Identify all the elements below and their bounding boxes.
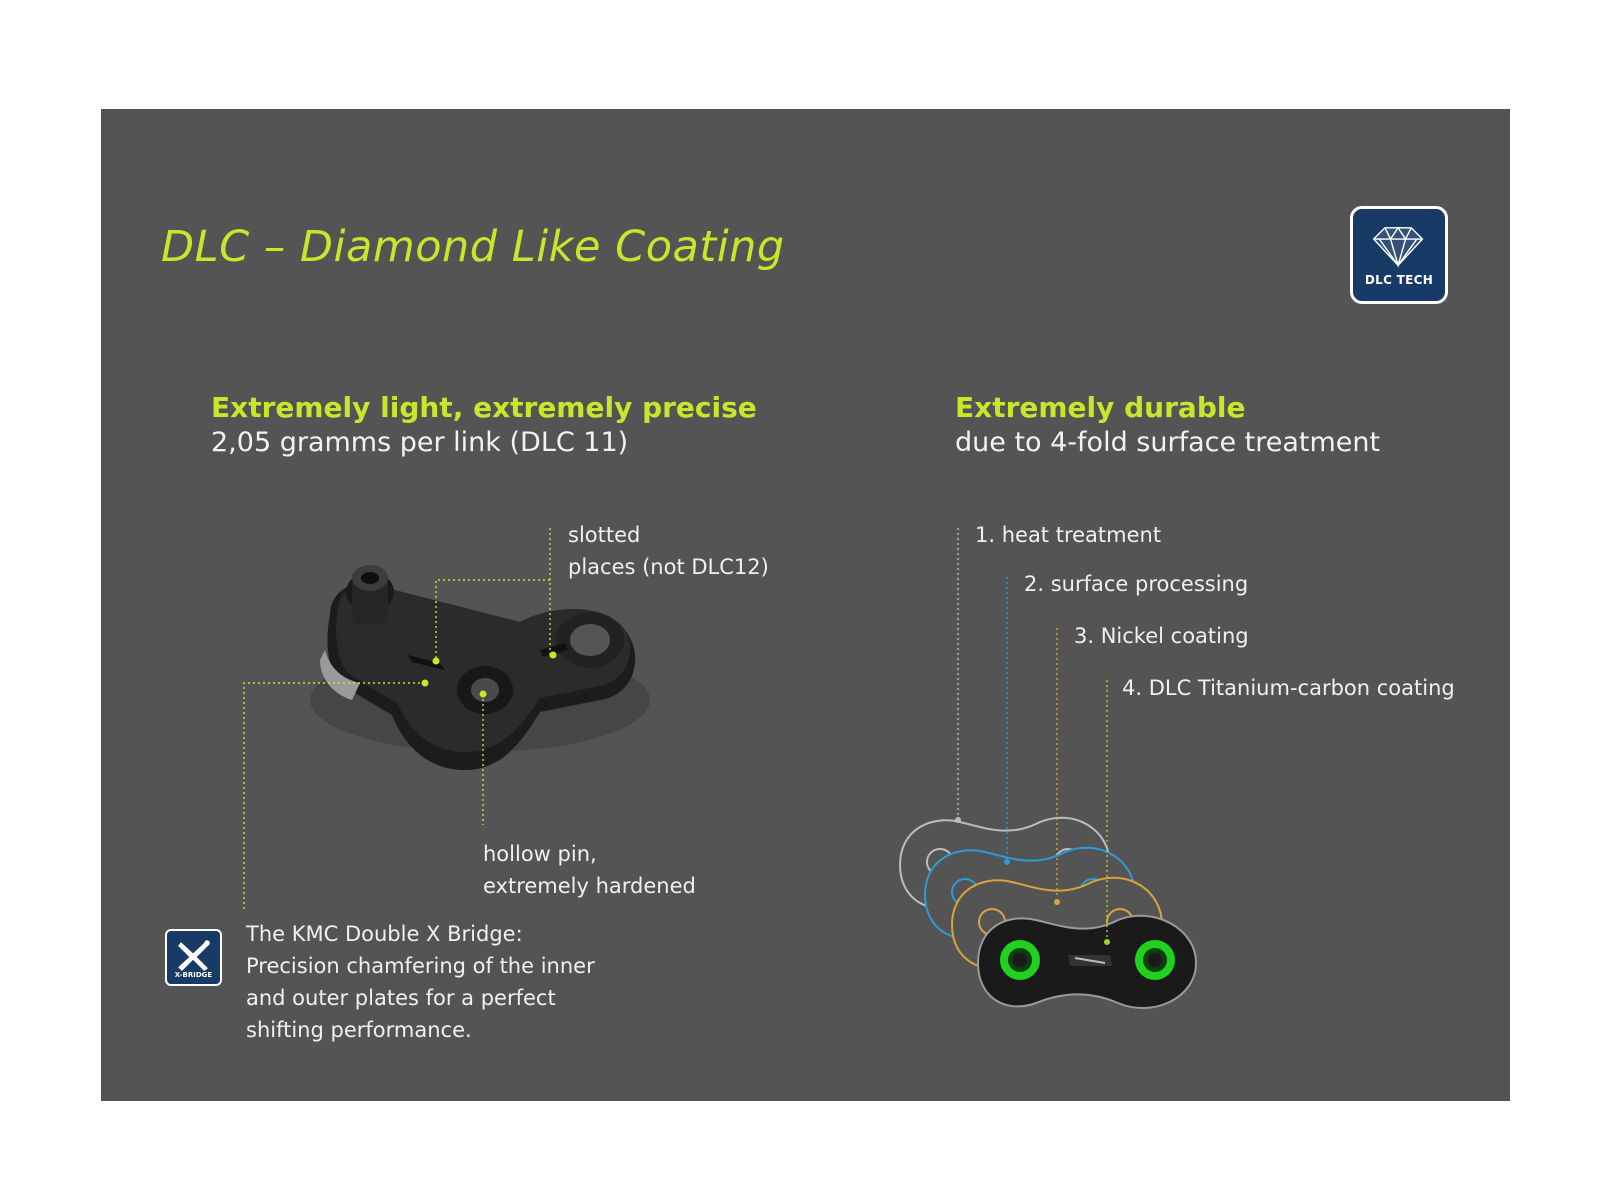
layered-plates-illustration: [898, 816, 1198, 1009]
right-subheading: due to 4-fold surface treatment: [955, 427, 1381, 458]
dlc-tech-badge: DLC TECH: [1350, 206, 1448, 304]
xbridge-text-line3: and outer plates for a perfect: [246, 986, 556, 1010]
x-bridge-icon: [178, 940, 210, 971]
dlc-tech-label: DLC TECH: [1364, 273, 1434, 287]
x-bridge-label: X-BRIDGE: [174, 971, 213, 979]
xbridge-text-line2: Precision chamfering of the inner: [246, 954, 595, 978]
left-subheading: 2,05 gramms per link (DLC 11): [211, 427, 629, 458]
left-heading: Extremely light, extremely precise: [211, 391, 757, 424]
left-leader-lines: [243, 528, 551, 910]
slotted-label-line2: places (not DLC12): [568, 555, 769, 579]
xbridge-text-line4: shifting performance.: [246, 1018, 472, 1042]
chain-link-illustration: [310, 565, 650, 770]
layer-label-1: 1. heat treatment: [975, 523, 1162, 547]
hollow-pin-label-line1: hollow pin,: [483, 842, 597, 866]
layer-label-2: 2. surface processing: [1024, 572, 1249, 596]
right-heading: Extremely durable: [955, 391, 1246, 424]
slotted-label-line1: slotted: [568, 523, 641, 547]
right-leader-lines: [957, 528, 1108, 940]
diamond-icon: [1372, 226, 1424, 268]
layer-label-3: 3. Nickel coating: [1074, 624, 1249, 648]
page-title: DLC – Diamond Like Coating: [161, 222, 785, 272]
xbridge-text-line1: The KMC Double X Bridge:: [246, 922, 523, 946]
hollow-pin-label-line2: extremely hardened: [483, 874, 696, 898]
layer-label-4: 4. DLC Titanium-carbon coating: [1122, 676, 1455, 700]
x-bridge-badge: X-BRIDGE: [165, 929, 222, 986]
